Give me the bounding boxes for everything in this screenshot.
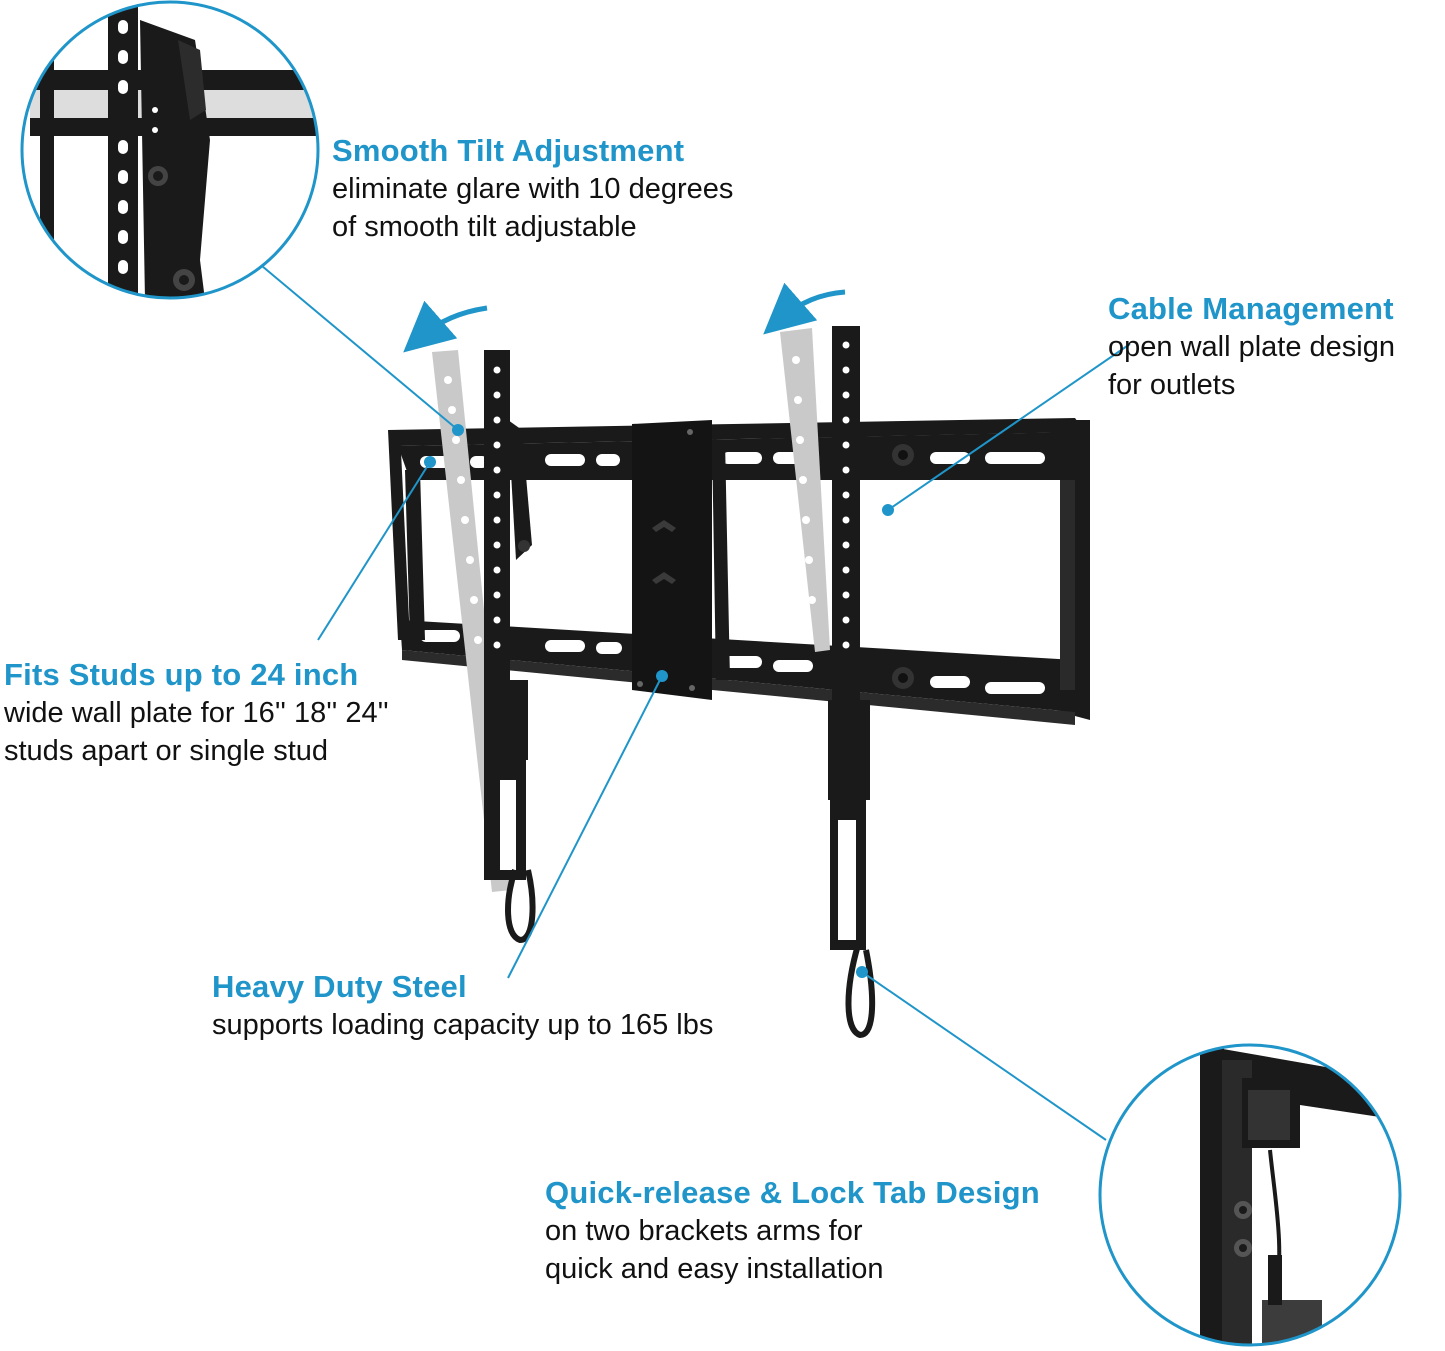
callout-dots — [424, 424, 894, 978]
feature-heavy-duty-steel: Heavy Duty Steel supports loading capaci… — [212, 968, 713, 1044]
feature-title: Cable Management — [1108, 291, 1394, 326]
feature-title: Fits Studs up to 24 inch — [4, 657, 359, 692]
feature-description: of smooth tilt adjustable — [332, 211, 637, 243]
feature-quick-release-lock-tab: Quick-release & Lock Tab Design on two b… — [545, 1174, 1040, 1288]
tilt-direction-arrows — [403, 282, 846, 353]
feature-title: Quick-release & Lock Tab Design — [545, 1175, 1040, 1210]
callout-leaders — [261, 265, 1131, 1141]
feature-description: on two brackets arms for — [545, 1215, 863, 1247]
tilt-detail-zoom-circle — [20, 0, 320, 300]
feature-description: eliminate glare with 10 degrees — [332, 173, 734, 205]
feature-description: studs apart or single stud — [4, 735, 329, 767]
feature-title: Heavy Duty Steel — [212, 969, 467, 1004]
right-bracket-arm — [828, 326, 876, 1039]
lock-tab-zoom-circle — [1098, 1043, 1402, 1347]
feature-description: quick and easy installation — [545, 1253, 884, 1285]
feature-smooth-tilt: Smooth Tilt Adjustment eliminate glare w… — [332, 132, 733, 246]
feature-fits-studs: Fits Studs up to 24 inch wide wall plate… — [4, 656, 389, 770]
left-bracket-arm — [484, 350, 536, 944]
feature-description: for outlets — [1108, 369, 1236, 401]
feature-cable-management: Cable Management open wall plate design … — [1108, 290, 1395, 404]
feature-title: Smooth Tilt Adjustment — [332, 133, 685, 168]
feature-description: supports loading capacity up to 165 lbs — [212, 1009, 714, 1041]
feature-description: open wall plate design — [1108, 331, 1395, 363]
wall-plate — [388, 418, 1090, 725]
feature-description: wide wall plate for 16'' 18'' 24'' — [4, 697, 389, 729]
